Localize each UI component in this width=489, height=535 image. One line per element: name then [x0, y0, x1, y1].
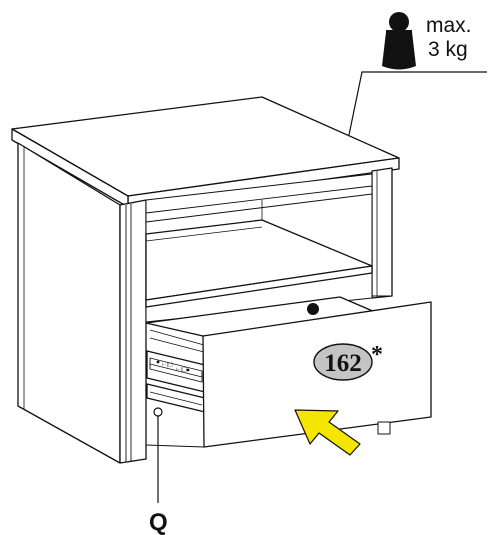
screw-hole-q [153, 407, 163, 417]
part-number-mark: * [371, 342, 383, 368]
part-number-text: 162 [324, 350, 362, 377]
drawer: ⊢|□ ⊢|□ [145, 296, 432, 448]
drawer-slide: ⊢|□ ⊢|□ [146, 350, 206, 413]
drawer-front [202, 301, 432, 448]
drawer-foot [377, 421, 391, 435]
part-number-badge: 162 * [313, 342, 383, 381]
part-label-q: Q [149, 509, 168, 535]
svg-text:⊢|□: ⊢|□ [162, 362, 173, 368]
load-point-dot [307, 303, 319, 315]
front-left-post [119, 199, 147, 464]
weight-icon [382, 12, 416, 70]
push-arrow-icon [294, 409, 361, 456]
weight-limit-line2: 3 kg [428, 38, 468, 61]
svg-text:⊢|□: ⊢|□ [176, 367, 187, 373]
front-right-post [371, 167, 393, 299]
cabinet [11, 96, 400, 464]
weight-limit-line1: max. [426, 14, 472, 37]
